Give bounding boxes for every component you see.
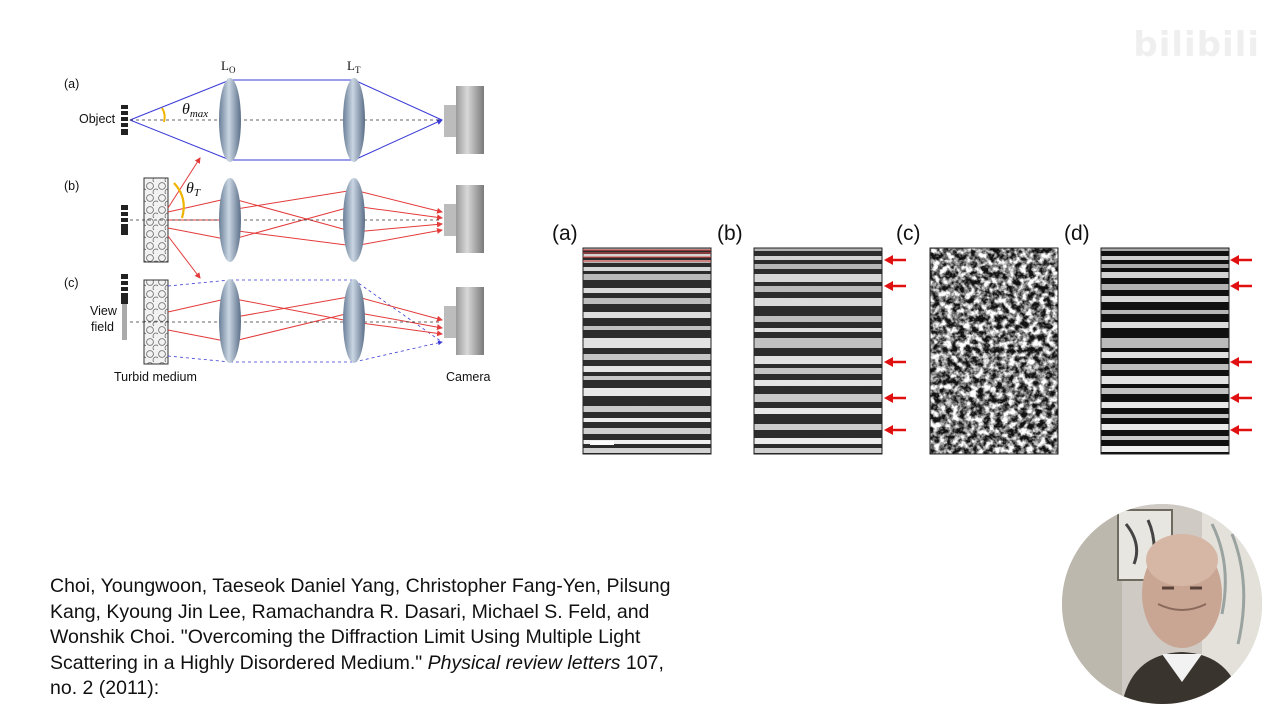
camera-c xyxy=(444,287,484,355)
object-grating-b xyxy=(121,205,128,235)
row-label-a: (a) xyxy=(64,77,79,91)
object-grating-c xyxy=(121,274,128,340)
figure-panel-d-image xyxy=(1100,247,1230,455)
figure-panel-label-a: (a) xyxy=(552,222,578,245)
presenter-webcam xyxy=(1062,504,1262,704)
citation-text: Choi, Youngwoon, Taeseok Daniel Yang, Ch… xyxy=(50,574,690,702)
object-grating-a xyxy=(121,105,128,135)
row-label-c: (c) xyxy=(64,276,79,290)
lens-o-a xyxy=(219,78,241,162)
lens-o-b xyxy=(219,178,241,262)
theta-t-label: θT xyxy=(186,180,201,199)
angle-arc-b xyxy=(173,182,185,219)
angle-arc-a xyxy=(161,107,166,123)
optics-diagram: (a) (b) (c) LO LT Object θmax xyxy=(64,58,491,384)
citation-journal: Physical review letters xyxy=(427,651,621,674)
lens-t-b xyxy=(343,178,365,262)
figure-arrows-d xyxy=(1230,255,1252,435)
theta-max-label: θmax xyxy=(182,101,208,120)
rays-row-a xyxy=(129,79,443,161)
figure-panel-label-c: (c) xyxy=(896,222,921,245)
lens-o-label: LO xyxy=(221,58,236,75)
camera-a xyxy=(444,86,484,154)
lens-t-label: LT xyxy=(347,58,361,75)
figure-panel-label-b: (b) xyxy=(717,222,743,245)
view-field-label-2: field xyxy=(91,320,114,334)
rays-row-c xyxy=(130,279,443,363)
figure-panel-b-image xyxy=(753,247,883,455)
figure-panel-a-image xyxy=(582,247,712,455)
camera-b xyxy=(444,185,484,253)
view-field-label-1: View xyxy=(90,304,118,318)
camera-label: Camera xyxy=(446,370,491,384)
citation-tail: 107, no. 2 (2011): xyxy=(50,651,664,700)
citation-main: Choi, Youngwoon, Taeseok Daniel Yang, Ch… xyxy=(50,575,671,674)
bilibili-watermark: bilibili xyxy=(1133,25,1260,65)
lens-t-a xyxy=(343,78,365,162)
bar-pattern-figure: (a) (b) (c) (d) xyxy=(552,222,1252,455)
rays-row-b xyxy=(130,157,443,279)
row-label-b: (b) xyxy=(64,179,79,193)
lens-t-c xyxy=(343,279,365,363)
figure-panel-c-image xyxy=(929,247,1059,455)
turbid-medium-label: Turbid medium xyxy=(114,370,197,384)
figure-panel-label-d: (d) xyxy=(1064,222,1090,245)
object-label: Object xyxy=(79,112,116,126)
figure-arrows-b xyxy=(884,255,906,435)
lens-o-c xyxy=(219,279,241,363)
